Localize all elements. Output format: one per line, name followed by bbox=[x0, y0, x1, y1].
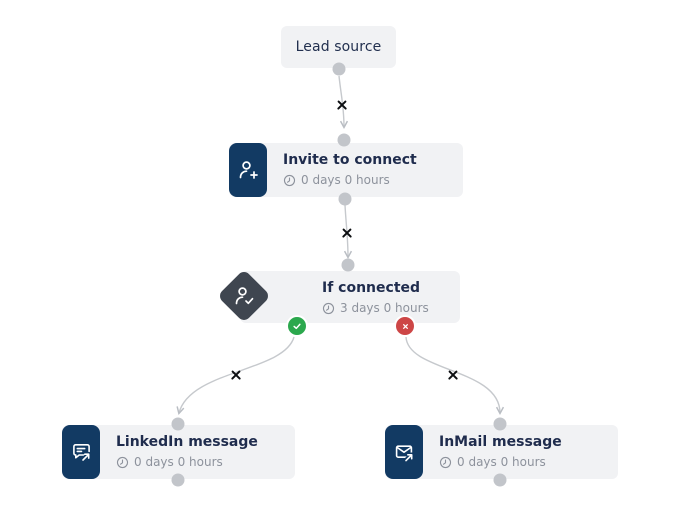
delay-label: 0 days 0 hours bbox=[457, 455, 546, 469]
connection-handle[interactable] bbox=[341, 258, 355, 272]
remove-connection-button[interactable] bbox=[341, 227, 353, 239]
x-icon bbox=[402, 323, 408, 329]
connection-handle[interactable] bbox=[493, 417, 507, 431]
clock-icon bbox=[322, 302, 335, 314]
delay-label: 0 days 0 hours bbox=[134, 455, 223, 469]
chat-send-icon bbox=[62, 425, 100, 479]
remove-connection-button[interactable] bbox=[230, 369, 242, 381]
node-title: LinkedIn message bbox=[116, 434, 258, 450]
node-delay: 3 days 0 hours bbox=[322, 300, 460, 316]
delay-label: 0 days 0 hours bbox=[301, 173, 390, 187]
node-title: InMail message bbox=[439, 434, 562, 450]
node-delay: 0 days 0 hours bbox=[283, 172, 463, 188]
failure-branch-handle[interactable] bbox=[394, 315, 416, 337]
connection-handle[interactable] bbox=[493, 473, 507, 487]
clock-icon bbox=[439, 456, 452, 468]
remove-connection-button[interactable] bbox=[447, 369, 459, 381]
check-icon bbox=[293, 323, 301, 330]
connection-handle[interactable] bbox=[332, 62, 346, 76]
node-linkedin-message[interactable]: LinkedIn message 0 days 0 hours bbox=[62, 425, 295, 479]
node-title: Invite to connect bbox=[283, 152, 417, 168]
node-title: If connected bbox=[322, 280, 421, 296]
connection-handle[interactable] bbox=[337, 133, 351, 147]
node-delay: 0 days 0 hours bbox=[116, 454, 295, 470]
node-content: If connected 3 days 0 hours bbox=[278, 271, 460, 323]
node-content: InMail message 0 days 0 hours bbox=[423, 425, 618, 479]
person-check-icon bbox=[217, 269, 271, 323]
node-inmail-message[interactable]: InMail message 0 days 0 hours bbox=[385, 425, 618, 479]
node-content: Invite to connect 0 days 0 hours bbox=[267, 143, 463, 197]
node-delay: 0 days 0 hours bbox=[439, 454, 618, 470]
success-branch-handle[interactable] bbox=[286, 315, 308, 337]
connection-handle[interactable] bbox=[338, 192, 352, 206]
connection-handle[interactable] bbox=[171, 417, 185, 431]
node-lead-source[interactable]: Lead source bbox=[281, 26, 396, 68]
clock-icon bbox=[283, 174, 296, 186]
node-title: Lead source bbox=[295, 39, 382, 55]
mail-send-icon bbox=[385, 425, 423, 479]
node-invite-to-connect[interactable]: Invite to connect 0 days 0 hours bbox=[229, 143, 463, 197]
clock-icon bbox=[116, 456, 129, 468]
delay-label: 3 days 0 hours bbox=[340, 301, 429, 315]
node-content: LinkedIn message 0 days 0 hours bbox=[100, 425, 295, 479]
connection-handle[interactable] bbox=[171, 473, 185, 487]
remove-connection-button[interactable] bbox=[336, 99, 348, 111]
person-add-icon bbox=[229, 143, 267, 197]
node-if-connected[interactable]: If connected 3 days 0 hours bbox=[240, 271, 460, 323]
